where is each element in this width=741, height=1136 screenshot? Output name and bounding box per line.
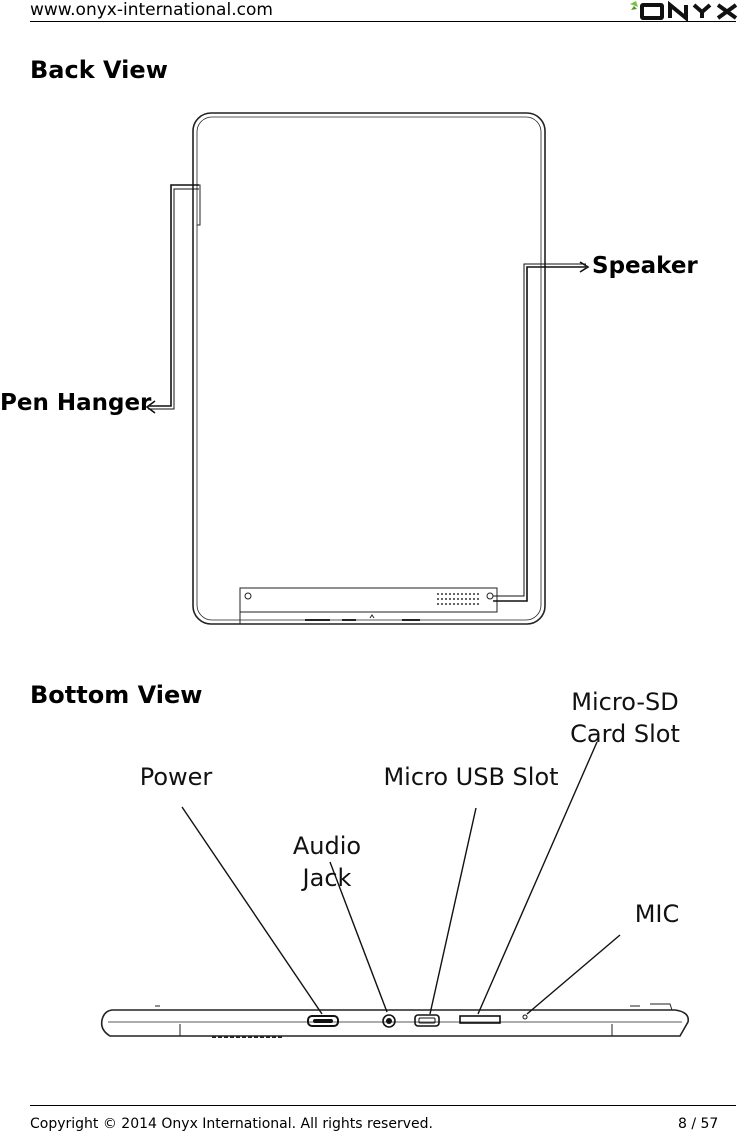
back-view-device [192, 112, 546, 625]
micro-usb-shape [414, 1014, 440, 1027]
mic-label: MIC [634, 900, 680, 928]
audio-jack-label: Audio Jack [292, 832, 362, 892]
back-view-title: Back View [30, 56, 168, 84]
logo-leaf-icon [630, 1, 638, 7]
power-leader [181, 806, 323, 1015]
microsd-leader [477, 741, 598, 1015]
pen-hanger-leader [145, 184, 199, 414]
micro-usb-label: Micro USB Slot [383, 763, 559, 791]
mic-leader [526, 934, 621, 1015]
micro-sd-shape [459, 1015, 501, 1024]
micro-sd-label: Micro-SD Card Slot [570, 688, 680, 748]
pen-hanger-label: Pen Hanger [0, 390, 152, 416]
power-label: Power [139, 763, 213, 791]
footer-divider [30, 1105, 736, 1106]
onyx-logo [630, 0, 738, 22]
speaker-grille [437, 593, 479, 605]
usb-leader [429, 807, 477, 1015]
mic-shape [522, 1014, 528, 1020]
speaker-label: Speaker [592, 253, 698, 279]
footer-copyright: Copyright © 2014 Onyx International. All… [30, 1116, 433, 1132]
speaker-leader [493, 261, 590, 602]
audio-leader [329, 861, 388, 1013]
header-url: www.onyx-international.com [30, 0, 273, 20]
bottom-view-title: Bottom View [30, 681, 203, 709]
power-button-shape [307, 1015, 339, 1027]
page-number: 8 / 57 [678, 1116, 719, 1132]
bottom-leaders [181, 741, 621, 1015]
header-divider [30, 21, 736, 22]
audio-jack-shape [382, 1014, 396, 1028]
